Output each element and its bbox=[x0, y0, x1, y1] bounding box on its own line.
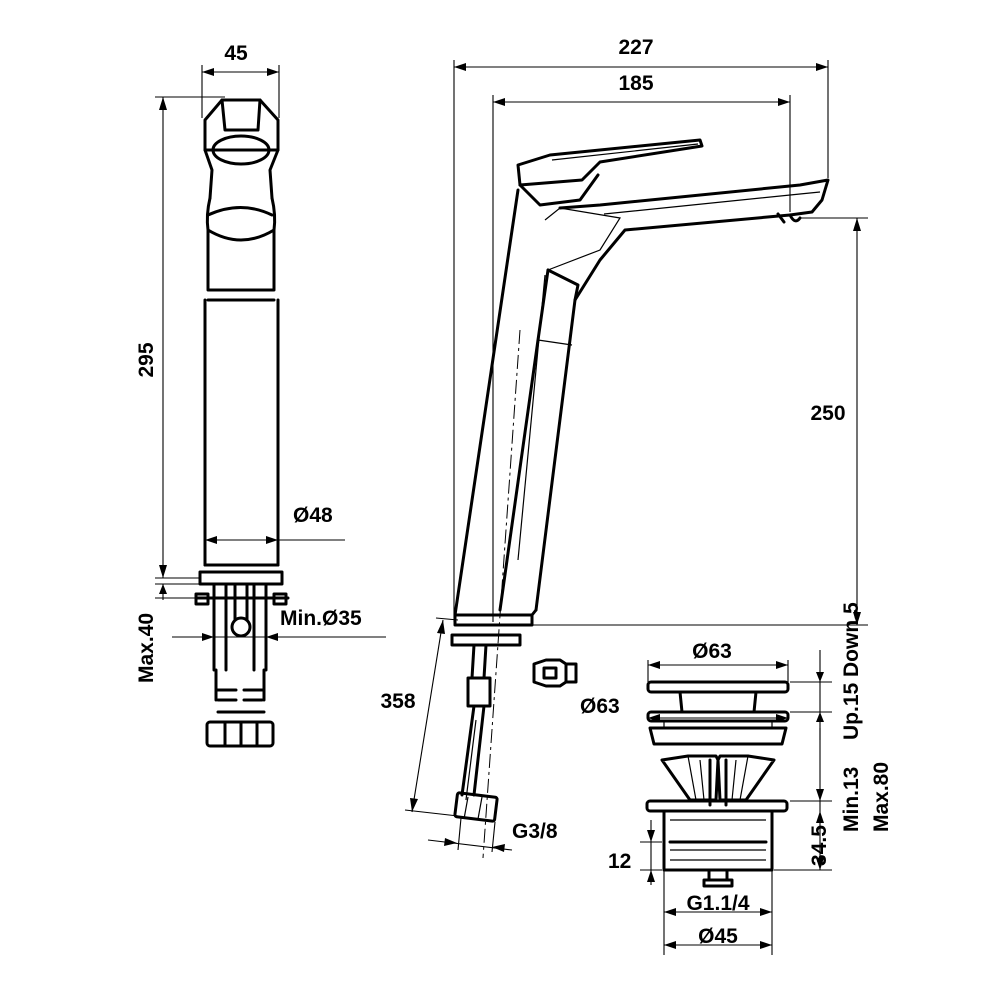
label-hose-thread: G3/8 bbox=[512, 820, 558, 843]
dim-waste-body-height: 34.5 bbox=[774, 801, 832, 871]
dim-body-diameter: Ø48 bbox=[205, 504, 345, 544]
dim-spout-height: 250 bbox=[532, 217, 868, 626]
label-waste-cap-diameter: Ø63 bbox=[692, 640, 732, 663]
label-side-height: 295 bbox=[135, 342, 158, 377]
profile-hose bbox=[450, 633, 522, 823]
profile-fitting bbox=[532, 658, 578, 688]
dim-side-width: 45 bbox=[201, 42, 280, 118]
dim-waste-thread: G1.1/4 bbox=[663, 870, 773, 955]
dim-waste-stroke: Up.15 Down.5 bbox=[790, 602, 863, 740]
profile-centerline bbox=[482, 329, 521, 859]
profile-spout bbox=[544, 178, 830, 302]
label-spout-reach: 185 bbox=[618, 72, 653, 95]
waste-body bbox=[645, 799, 789, 888]
dim-hole-diameter: Min.Ø35 bbox=[172, 607, 386, 641]
waste-flange bbox=[646, 710, 790, 746]
label-waste-body-diameter: Ø45 bbox=[698, 925, 738, 948]
dim-waste-body-diameter: Ø45 bbox=[664, 925, 772, 949]
side-body bbox=[198, 228, 284, 586]
dim-waste-lower-height: 12 bbox=[608, 820, 662, 885]
label-under-counter: Max.40 bbox=[135, 613, 158, 683]
label-side-width: 45 bbox=[224, 42, 248, 65]
dim-overall-reach: 227 bbox=[453, 36, 829, 622]
label-waste-length-max: Max.80 bbox=[870, 762, 893, 832]
label-spout-height: 250 bbox=[810, 402, 845, 425]
dim-under-counter: Max.40 bbox=[135, 583, 200, 683]
label-waste-body-height: 34.5 bbox=[808, 825, 831, 866]
side-fixing bbox=[194, 582, 290, 748]
label-overall-reach: 227 bbox=[618, 36, 653, 59]
side-view: 45 295 Ø48 Max.40 bbox=[135, 42, 386, 748]
label-waste-lower-height: 12 bbox=[608, 850, 631, 873]
dim-waste-cap-diameter: Ø63 bbox=[647, 640, 789, 682]
profile-lever bbox=[516, 138, 704, 207]
label-hose-length: 358 bbox=[380, 690, 415, 713]
waste-cap bbox=[646, 680, 790, 714]
waste-mechanism bbox=[660, 754, 776, 807]
profile-view: 227 185 250 358 bbox=[380, 36, 868, 859]
label-body-diameter: Ø48 bbox=[293, 504, 333, 527]
label-waste-flange-diameter: Ø63 bbox=[580, 695, 620, 718]
dim-waste-length: Min.13 Max.80 bbox=[790, 728, 893, 832]
label-waste-thread: G1.1/4 bbox=[686, 892, 749, 915]
dim-waste-flange-diameter: Ø63 bbox=[580, 695, 788, 722]
side-handle bbox=[203, 98, 280, 232]
dim-spout-reach: 185 bbox=[492, 72, 791, 622]
label-waste-stroke: Up.15 Down.5 bbox=[840, 602, 863, 740]
label-waste-length-min: Min.13 bbox=[840, 767, 863, 832]
dim-hose-thread: G3/8 bbox=[427, 817, 558, 853]
dim-side-height: 295 bbox=[135, 96, 225, 579]
label-hole-diameter: Min.Ø35 bbox=[280, 607, 362, 630]
profile-body bbox=[453, 188, 577, 627]
dim-hose-length: 358 bbox=[380, 617, 459, 817]
waste-view: Ø63 Ø63 Up.15 Down.5 Min.13 Max.80 bbox=[580, 602, 893, 955]
